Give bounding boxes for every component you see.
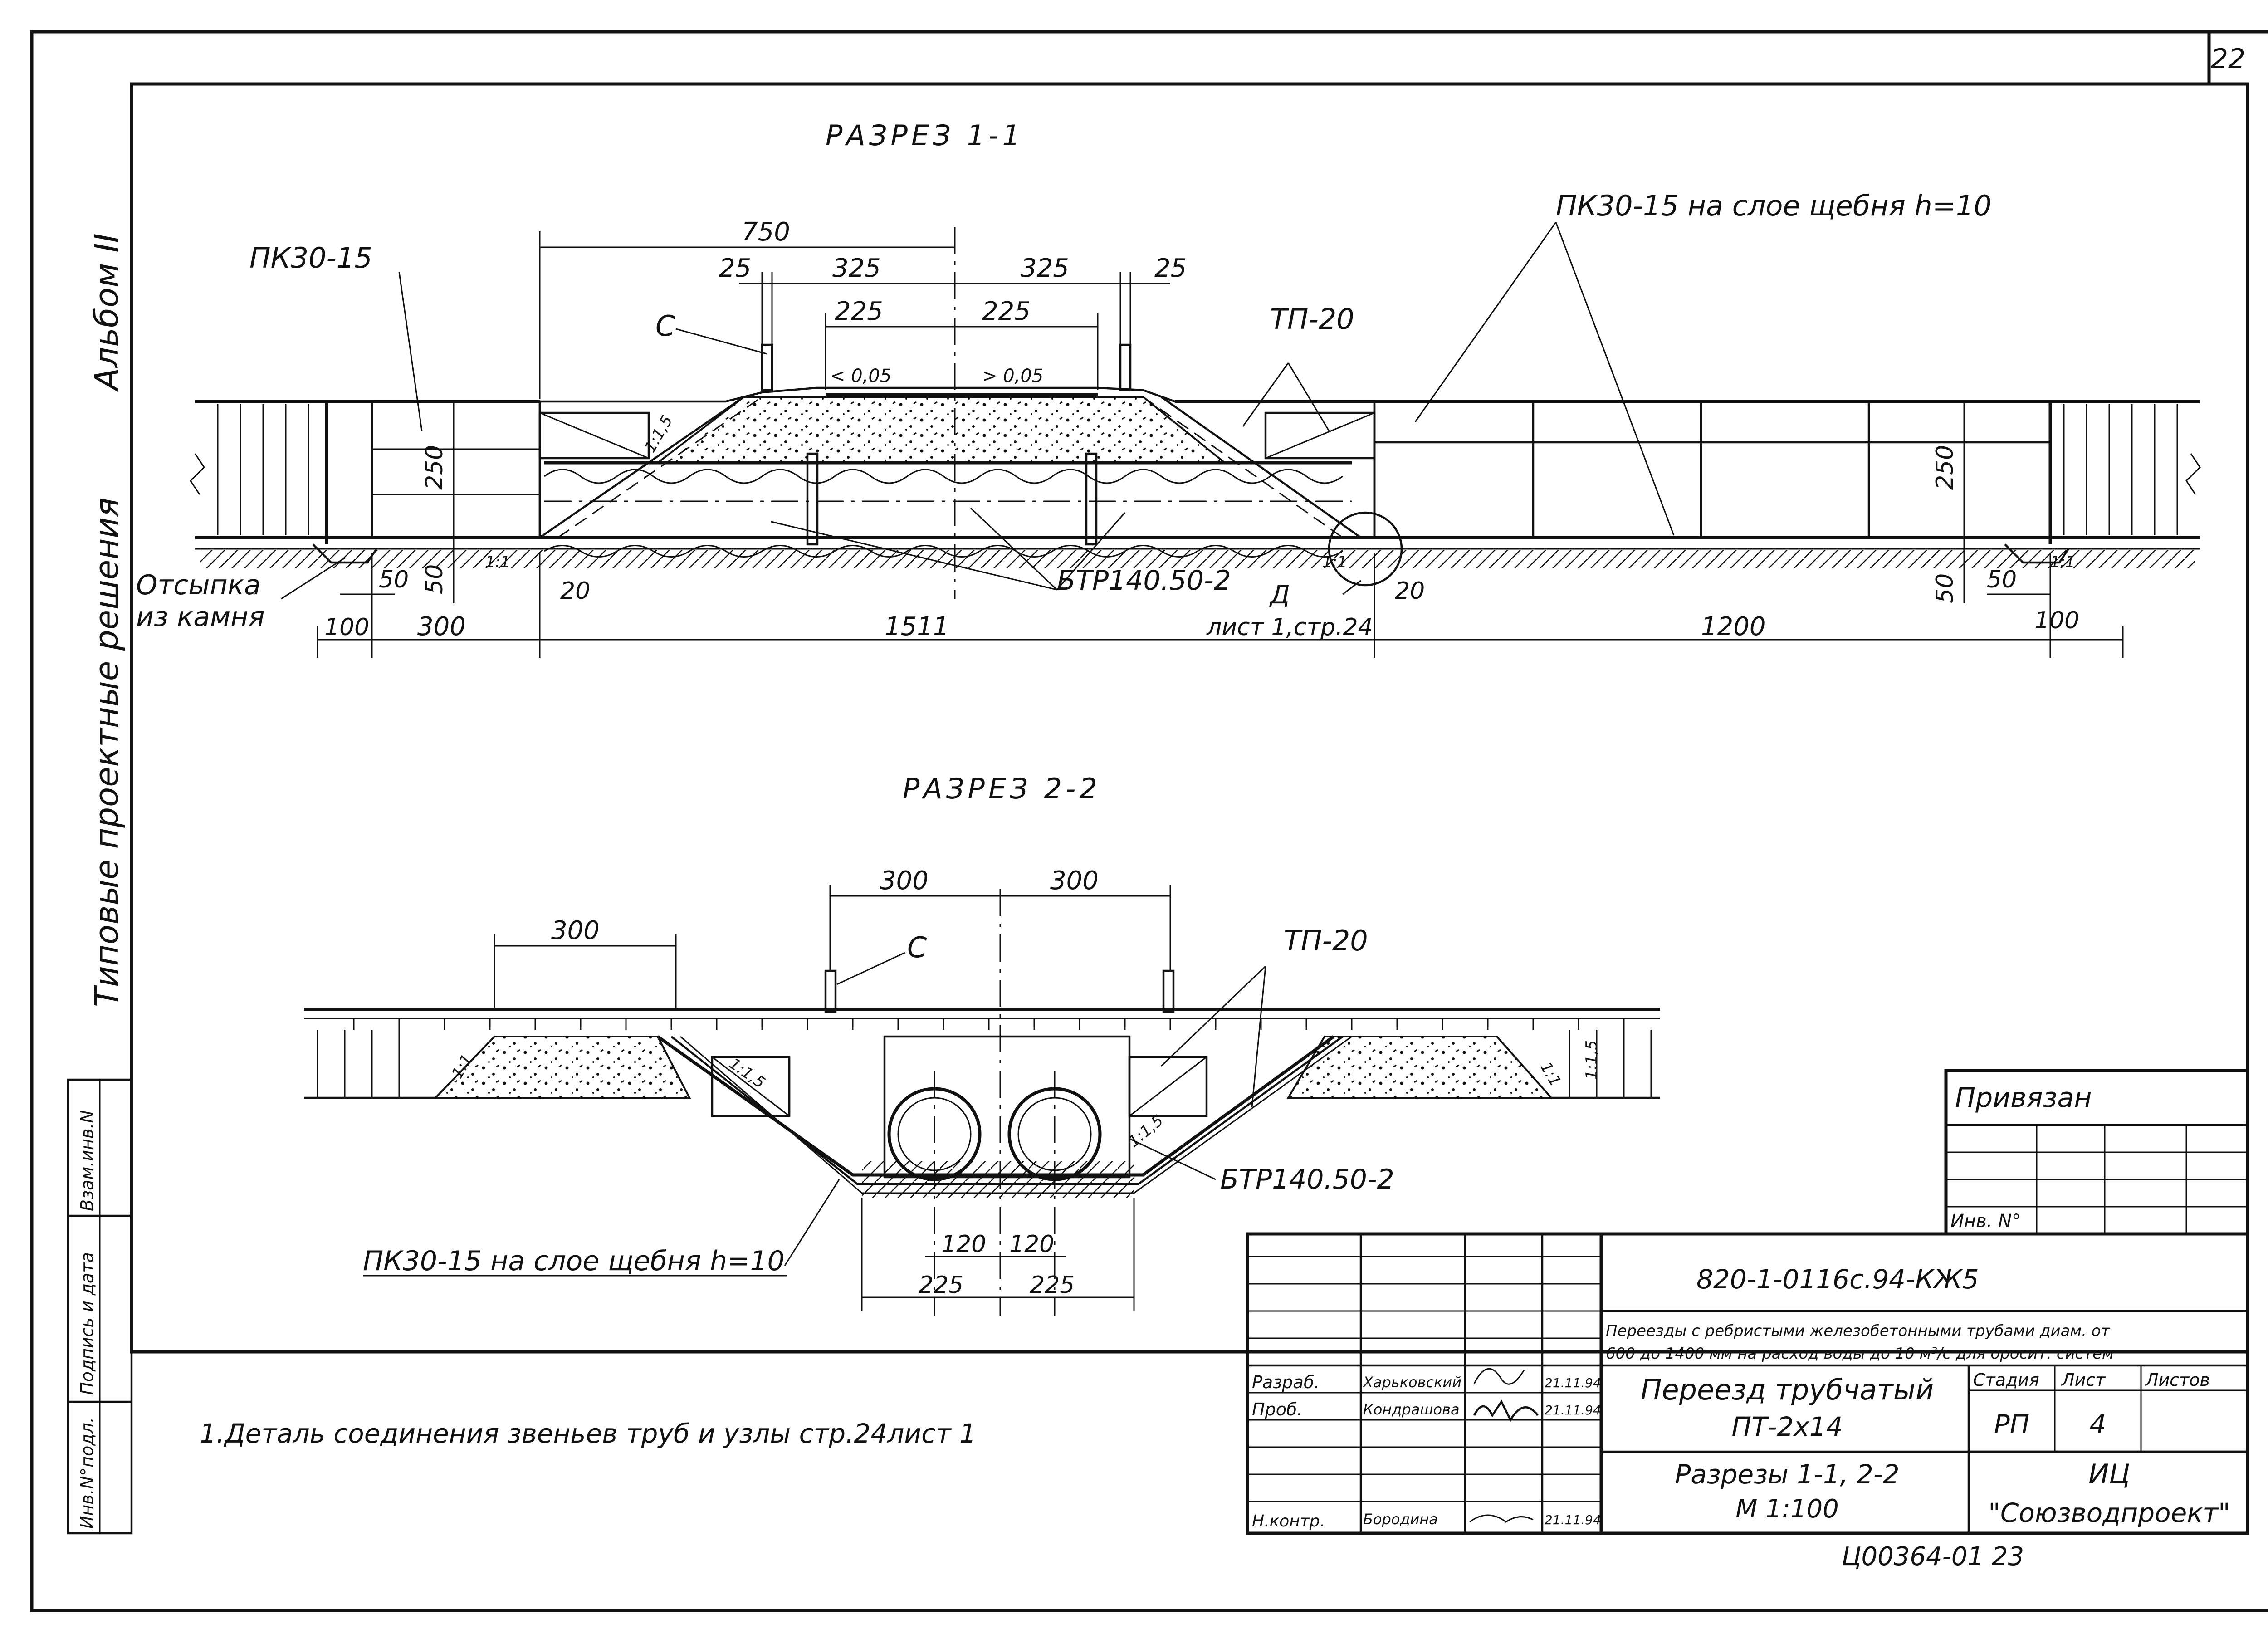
slope2-1-15-a: 1:1,5	[726, 1055, 768, 1092]
stage-header: Стадия	[1973, 1370, 2039, 1390]
description-line-2: 600 до 1400 мм на расход воды до 10 м³/с…	[1606, 1345, 2114, 1363]
signature-developer	[1473, 1368, 1525, 1385]
side-stamp-replacement: Взам.инв.N	[77, 1110, 97, 1211]
note-text: 1.Деталь соединения звеньев труб и узлы …	[200, 1418, 976, 1449]
org-line-1: ИЦ	[2088, 1458, 2130, 1490]
dim2-300-right: 300	[1050, 866, 1099, 895]
dim2-120-left: 120	[941, 1231, 986, 1258]
dim-750: 750	[742, 217, 790, 247]
side-stamp-inv: Инв.N°подл.	[77, 1417, 97, 1529]
dim-225-right: 225	[982, 297, 1031, 326]
dim-325-left: 325	[832, 254, 881, 283]
section-2-title: РАЗРЕЗ 2-2	[903, 772, 1101, 805]
slope-right: > 0,05	[982, 366, 1043, 386]
dim-20-right: 20	[1395, 577, 1425, 605]
slope-ratio-1-1-a: 1:1	[485, 553, 510, 571]
dim-50-c: 50	[1931, 573, 1959, 603]
slope-left: < 0,05	[830, 366, 891, 386]
slope2-1-15-b: 1:1,5	[1125, 1111, 1167, 1151]
dim-100-left: 100	[324, 614, 369, 641]
dim-250-right: 250	[1931, 445, 1959, 490]
dim-50-d: 50	[1987, 566, 2017, 593]
slope2-1-15-right: 1:1,5	[1583, 1040, 1601, 1080]
label-detail-d: Д	[1269, 580, 1290, 610]
label-c-2: С	[907, 931, 927, 964]
dim-325-right: 325	[1021, 254, 1069, 283]
role-norm-control: Н.контр.	[1252, 1512, 1325, 1531]
name-checker: Кондрашова	[1363, 1401, 1460, 1418]
dim2-225-right: 225	[1030, 1272, 1075, 1299]
label-c-1: С	[655, 309, 675, 342]
dim-100-right: 100	[2034, 607, 2079, 634]
sheet-number: 22	[2211, 43, 2245, 75]
label-tp20-2: ТП-20	[1284, 924, 1368, 957]
dim-1200: 1200	[1701, 612, 1766, 641]
dim-225-left: 225	[835, 297, 883, 326]
stage-value: РП	[1994, 1409, 2030, 1440]
sheet-scale: М 1:100	[1735, 1494, 1839, 1524]
org-line-2: "Союзводпроект"	[1988, 1497, 2230, 1528]
dim-25-right: 25	[1154, 254, 1187, 283]
privyazan-title: Привязан	[1955, 1082, 2092, 1114]
role-checker: Проб.	[1252, 1399, 1302, 1419]
dim2-120-right: 120	[1009, 1231, 1054, 1258]
description-line-1: Переезды с ребристыми железобетонными тр…	[1606, 1322, 2110, 1340]
sheet-value: 4	[2090, 1409, 2107, 1440]
sheet-header: Лист	[2061, 1370, 2106, 1390]
slope-ratio-1-15: 1:1,5	[641, 412, 676, 455]
label-btr-2: БТР140.50-2	[1220, 1164, 1394, 1195]
dim-1511: 1511	[885, 612, 949, 641]
dim2-225-left: 225	[919, 1272, 963, 1299]
dim-50-a: 50	[379, 566, 409, 593]
label-btr-1: БТР140.50-2	[1057, 565, 1231, 597]
dim-25-left: 25	[719, 254, 751, 283]
date-norm-control: 21.11.94	[1545, 1512, 1601, 1527]
album-label: Альбом II	[88, 233, 126, 392]
label-stone-line-1: Отсыпка	[136, 569, 261, 601]
label-pk30-15-left: ПК30-15	[249, 241, 372, 274]
role-developer: Разраб.	[1252, 1372, 1320, 1392]
object-name: Переезд трубчатый	[1641, 1373, 1934, 1406]
sheet-title: Разрезы 1-1, 2-2	[1675, 1459, 1899, 1490]
privyazan-inv: Инв. N°	[1950, 1211, 2021, 1232]
document-code: 820-1-0116с.94-КЖ5	[1696, 1264, 1979, 1295]
object-code: ПТ-2х14	[1732, 1411, 1843, 1442]
dim-50-b: 50	[421, 564, 448, 594]
label-pk30-15-right: ПК30-15 на слое щебня h=10	[1556, 189, 1992, 222]
section-2-2: РАЗРЕЗ 2-2	[304, 772, 1660, 1316]
side-stamp-signature: Подпись и дата	[77, 1252, 97, 1395]
side-stamp	[67, 1078, 133, 1535]
section-1-1: РАЗРЕЗ 1-1	[136, 119, 2201, 658]
slope-ratio-1-1-c: 1:1	[2050, 553, 2075, 571]
dim2-300-left: 300	[880, 866, 929, 895]
title-block	[1246, 1232, 2249, 1535]
section-1-title: РАЗРЕЗ 1-1	[826, 119, 1024, 152]
signature-norm-control	[1469, 1514, 1534, 1523]
label-tp20-1: ТП-20	[1270, 303, 1354, 336]
slope-ratio-1-1-b: 1:1	[1322, 553, 1347, 571]
date-developer: 21.11.94	[1545, 1375, 1601, 1390]
name-developer: Харьковский	[1362, 1374, 1461, 1391]
dim2-300-side: 300	[551, 916, 600, 945]
name-norm-control: Бородина	[1363, 1511, 1438, 1528]
bottom-code: Ц00364-01 23	[1842, 1542, 2024, 1571]
dim-250-left: 250	[421, 445, 448, 490]
series-name: Типовые проектные решения	[88, 498, 126, 1007]
date-checker: 21.11.94	[1545, 1403, 1601, 1418]
label-stone-line-2: из камня	[136, 601, 265, 633]
dim-300: 300	[417, 612, 466, 641]
label-pk30-15-2: ПК30-15 на слое щебня h=10	[363, 1245, 785, 1277]
dim-20-left: 20	[560, 577, 590, 605]
signature-checker	[1473, 1399, 1539, 1422]
sheet-frame	[30, 30, 2268, 1612]
sheets-header: Листов	[2145, 1370, 2210, 1390]
label-detail-ref: лист 1,стр.24	[1206, 614, 1373, 641]
